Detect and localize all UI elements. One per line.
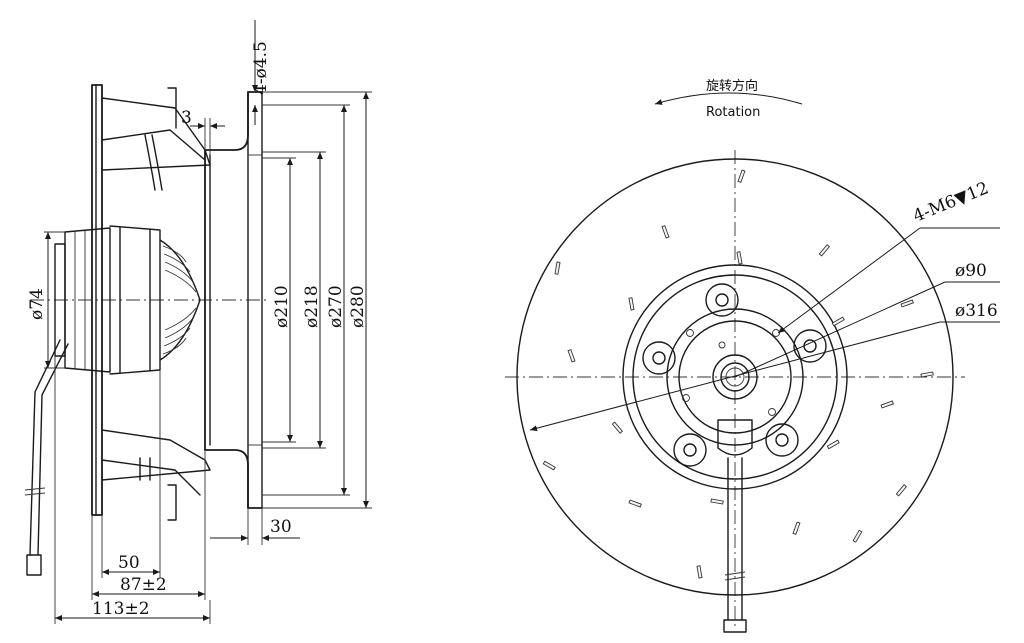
d316-label: ø316 xyxy=(955,301,998,321)
d280-label: ø280 xyxy=(348,285,368,328)
front-view: 旋转方向 Rotation 4-M6▼12 ø90 ø316 xyxy=(505,78,1000,633)
d90-label: ø90 xyxy=(955,261,987,281)
rotation-cn-label: 旋转方向 xyxy=(706,78,758,94)
depth-113-label: 113±2 xyxy=(92,599,150,619)
mounting-bosses xyxy=(642,283,827,467)
flange-thickness-label: 3 xyxy=(181,108,192,128)
offset-30-label: 30 xyxy=(270,517,292,537)
rotation-en-label: Rotation xyxy=(706,105,760,120)
blade-slots xyxy=(542,169,934,579)
d210-label: ø210 xyxy=(272,285,292,328)
depth-50-label: 50 xyxy=(118,553,140,573)
screw-holes-label: 4-M6▼12 xyxy=(910,178,991,226)
depth-87-label: 87±2 xyxy=(120,575,167,595)
d270-label: ø270 xyxy=(326,285,346,328)
d218-label: ø218 xyxy=(302,285,322,328)
holes-dimension-label: 4-ø4.5 xyxy=(251,41,271,95)
side-view: 4-ø4.5 3 ø74 ø210 ø218 ø270 ø280 xyxy=(24,20,372,624)
motor-diameter-label: ø74 xyxy=(27,288,47,320)
